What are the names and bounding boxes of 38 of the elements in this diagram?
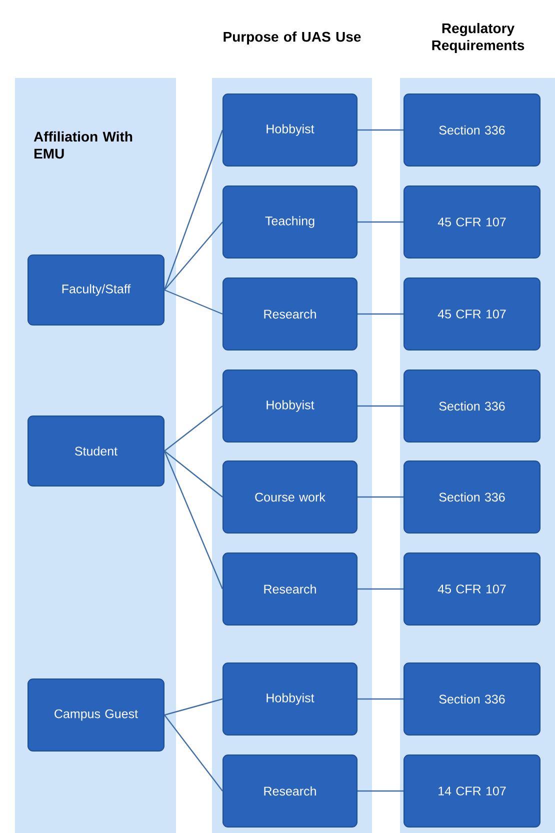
connector-line <box>164 698 223 716</box>
rounded-box: Section 336 <box>404 94 540 166</box>
connector-line <box>164 406 223 452</box>
rounded-box: 45 CFR 107 <box>404 278 540 350</box>
connector-line <box>358 698 404 700</box>
column-heading: Regulatory Requirements <box>432 22 524 54</box>
column-heading: Purpose of UAS Use <box>224 31 361 45</box>
connector-line <box>358 313 404 315</box>
rounded-box: Research <box>222 754 358 828</box>
connector-line <box>358 790 404 792</box>
rounded-box: Hobbyist <box>222 662 358 736</box>
rounded-box: 14 CFR 107 <box>404 754 540 828</box>
rounded-box: Faculty/Staff <box>28 254 164 326</box>
connector-line <box>164 130 224 290</box>
rounded-box: Course work <box>222 460 358 534</box>
connector-line <box>358 129 404 131</box>
connector-line <box>164 450 223 498</box>
connector-line <box>164 450 224 590</box>
connector-line <box>164 222 223 290</box>
rounded-box: Research <box>222 278 358 350</box>
rounded-box: Campus Guest <box>28 678 164 752</box>
rounded-box: Student <box>28 416 164 486</box>
connector-line <box>358 221 404 223</box>
rounded-box: Research <box>222 552 358 626</box>
connector-line <box>358 405 404 407</box>
rounded-box: Hobbyist <box>222 370 358 442</box>
rounded-box: Section 336 <box>404 370 540 442</box>
rounded-box: 45 CFR 107 <box>404 552 540 626</box>
rounded-box: Hobbyist <box>222 94 358 166</box>
connector-line <box>164 289 223 315</box>
rounded-box: Section 336 <box>404 662 540 736</box>
connector-line <box>358 588 404 590</box>
rounded-box: 45 CFR 107 <box>404 186 540 258</box>
rounded-box: Teaching <box>222 186 358 258</box>
rounded-box: Section 336 <box>404 460 540 534</box>
column-heading: Affiliation With EMU <box>34 131 132 159</box>
connector-line <box>358 496 404 498</box>
connector-line <box>164 714 223 792</box>
